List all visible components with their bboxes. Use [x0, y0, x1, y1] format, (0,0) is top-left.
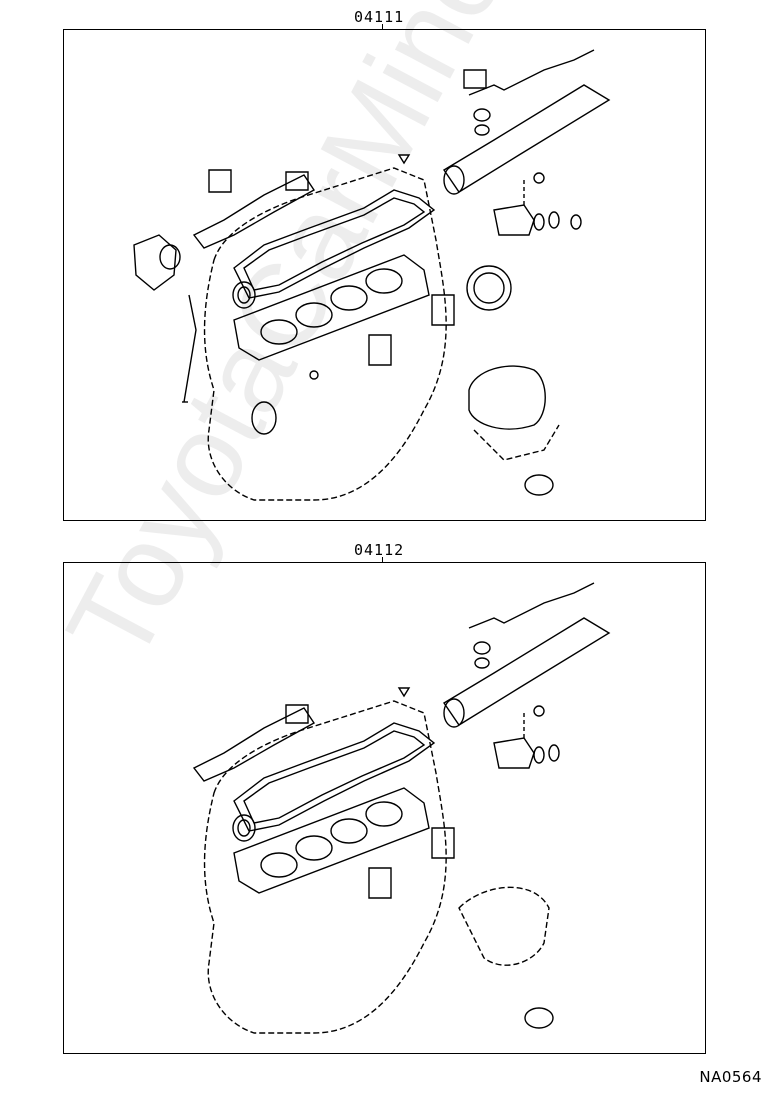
thermostat-gasket [432, 295, 454, 325]
cylinder-bore-3 [331, 286, 367, 310]
thermostat-gasket [432, 828, 454, 858]
engine-gasket-illustration-1 [64, 30, 704, 520]
rear-oil-seal [467, 266, 511, 310]
o-ring-lower [252, 402, 276, 434]
cylinder-bore-2 [296, 303, 332, 327]
gasket-kit-panel-2 [63, 562, 706, 1054]
part-number-leader-1 [382, 24, 383, 30]
drain-gasket [525, 475, 553, 495]
injector-grommet [444, 699, 464, 727]
flange-gasket-b [286, 705, 308, 723]
camshaft-seal [233, 282, 255, 308]
cylinder-bore-3 [331, 819, 367, 843]
fuel-rail [444, 618, 609, 725]
cylinder-bore-4 [366, 802, 402, 826]
fuel-line [469, 50, 594, 95]
fuel-rail [444, 85, 609, 192]
part-number-leader-2 [382, 557, 383, 563]
water-outlet-gasket [369, 868, 391, 898]
exhaust-manifold-gasket [194, 708, 314, 781]
water-outlet-gasket [369, 335, 391, 365]
fuel-line [469, 583, 594, 628]
flange-gasket-b [286, 172, 308, 190]
injector-grommet [444, 166, 464, 194]
valve-cover-gasket [234, 190, 434, 298]
idle-valve-gasket [494, 205, 534, 235]
oil-pan-gasket [469, 366, 545, 429]
cylinder-bore-2 [296, 836, 332, 860]
cylinder-bore-1 [261, 320, 297, 344]
head-gasket [234, 255, 429, 360]
gasket-kit-panel-1 [63, 29, 706, 521]
part-number-04112: 04112 [354, 541, 405, 559]
part-number-04111: 04111 [354, 8, 405, 26]
dipstick-tube [184, 295, 196, 402]
plug [310, 371, 318, 379]
engine-gasket-illustration-2 [64, 563, 704, 1053]
fuel-line-gasket [464, 70, 486, 88]
cylinder-bore-1 [261, 853, 297, 877]
camshaft-seal [233, 815, 255, 841]
timing-cover-gasket [134, 235, 176, 290]
flange-gasket-a [209, 170, 231, 192]
drain-gasket [525, 1008, 553, 1028]
idle-valve-gasket [494, 738, 534, 768]
oil-pan-outline [459, 887, 549, 965]
valve-cover-gasket [234, 723, 434, 831]
exhaust-manifold-gasket [194, 175, 314, 248]
figure-code: NA0564 [699, 1068, 762, 1086]
head-gasket [234, 788, 429, 893]
cylinder-bore-4 [366, 269, 402, 293]
oil-seal-left [160, 245, 180, 269]
